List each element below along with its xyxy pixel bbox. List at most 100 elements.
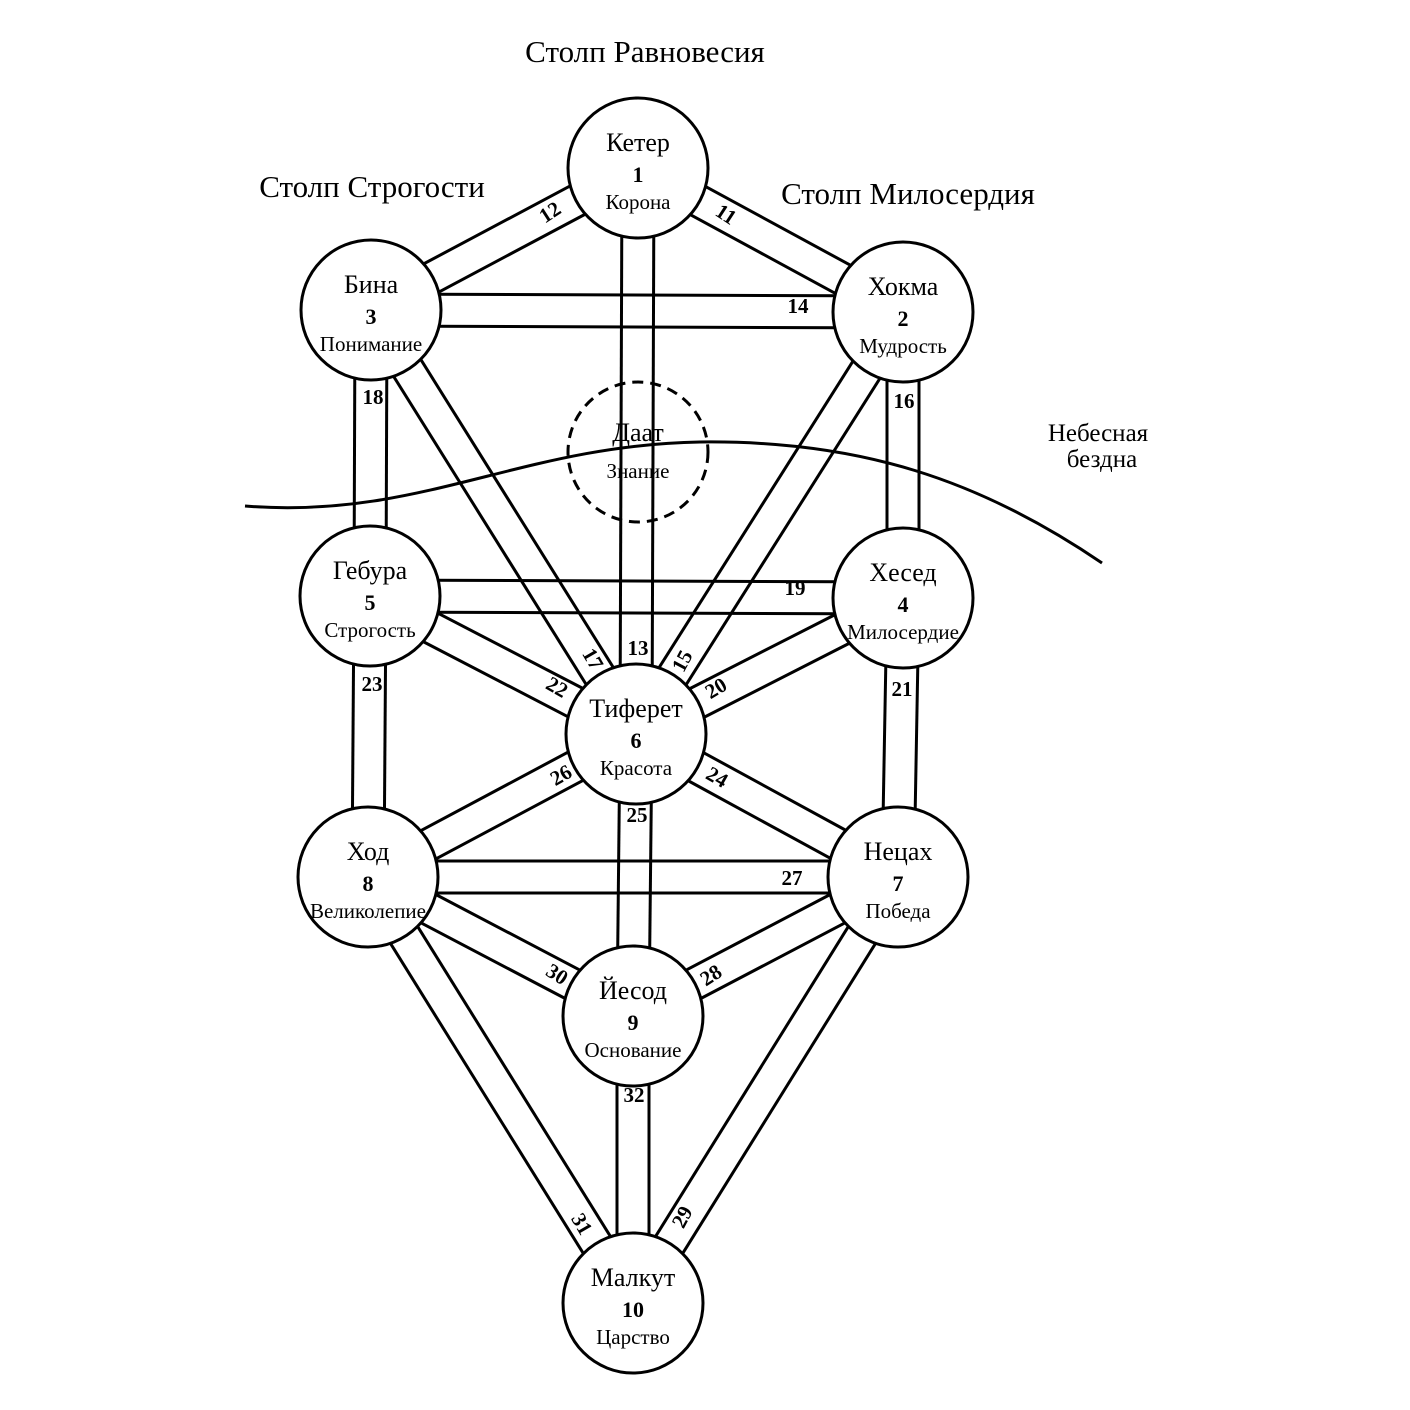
path-19-label: 19 — [785, 576, 806, 600]
path-15-edge — [681, 372, 885, 691]
path-12-edge — [432, 209, 592, 297]
sephirah-hod-number: 8 — [363, 871, 374, 896]
abyss-label-line1: Небесная — [1048, 420, 1149, 447]
path-29-label: 29 — [667, 1202, 698, 1232]
path-18-label: 18 — [363, 385, 384, 409]
path-29 — [650, 920, 881, 1260]
path-22-edge — [431, 609, 590, 693]
sephirah-chesed-number: 4 — [898, 592, 909, 617]
path-31-edge — [385, 937, 588, 1260]
sephirah-binah-circle — [299, 238, 443, 382]
path-19-edge — [431, 610, 841, 616]
sephirah-tiphareth-number: 6 — [631, 728, 642, 753]
path-16-label: 16 — [894, 389, 915, 413]
path-29-edge — [678, 937, 881, 1260]
sephirah-malkuth-meaning: Царство — [596, 1325, 670, 1349]
sephirah-geburah-number: 5 — [365, 590, 376, 615]
sephirah-malkuth-number: 10 — [622, 1297, 644, 1322]
sephirah-geburah-circle — [298, 524, 442, 668]
sephirah-netzach-number: 7 — [893, 871, 904, 896]
path-28-edge — [679, 890, 837, 975]
sephirah-yesod-number: 9 — [628, 1010, 639, 1035]
sephirah-yesod-meaning: Основание — [585, 1038, 682, 1062]
sephirah-tiphareth-circle — [564, 662, 708, 806]
sephirah-malkuth-name: Малкут — [591, 1263, 676, 1292]
path-18 — [352, 371, 389, 535]
path-32-label: 32 — [624, 1083, 645, 1107]
path-20-edge — [697, 639, 856, 722]
path-32 — [615, 1078, 651, 1241]
path-17-label: 17 — [577, 644, 608, 674]
path-11 — [684, 182, 857, 298]
path-19-edge — [432, 578, 842, 584]
path-11-edge — [684, 210, 842, 298]
sephirah-binah-name: Бина — [344, 270, 399, 299]
sephirah-yesod-circle — [561, 944, 705, 1088]
path-24-edge — [697, 748, 852, 835]
pillar-balance-label: Столп Равновесия — [525, 34, 765, 69]
path-21-edge — [881, 659, 888, 815]
sephirah-binah-meaning: Понимание — [320, 332, 422, 356]
sephirah-chokmah-number: 2 — [898, 306, 909, 331]
path-31-edge — [413, 920, 616, 1243]
path-28-edge — [694, 918, 852, 1003]
path-27 — [430, 859, 836, 895]
sephirah-chesed-meaning: Милосердие — [847, 620, 959, 644]
path-14-edge — [432, 324, 841, 330]
path-18-edge — [352, 371, 357, 534]
sephirah-hod-meaning: Великолепие — [310, 899, 426, 923]
sephirah-keter-name: Кетер — [606, 128, 670, 157]
path-26-edge — [429, 775, 590, 864]
sephirah-geburah-name: Гебура — [333, 556, 408, 585]
path-12-edge — [417, 181, 577, 269]
path-14-edge — [433, 292, 842, 298]
sephirah-chokmah-name: Хокма — [868, 272, 939, 301]
path-25 — [616, 795, 653, 955]
path-23 — [350, 657, 388, 816]
path-21 — [881, 659, 920, 816]
sephirah-tiphareth-name: Тиферет — [589, 694, 682, 723]
path-17 — [389, 353, 618, 691]
path-20 — [683, 610, 856, 722]
path-22-label: 22 — [542, 671, 572, 702]
sephirah-daath-name: Даат — [612, 418, 664, 447]
sephirah-geburah-meaning: Строгость — [324, 618, 415, 642]
sephirah-chesed-circle — [831, 526, 975, 670]
path-30 — [414, 890, 587, 1003]
pillar-mercy-label: Столп Милосердия — [781, 176, 1035, 211]
path-30-edge — [429, 890, 587, 975]
path-22 — [416, 609, 590, 721]
path-23-label: 23 — [362, 672, 383, 696]
abyss-curve — [244, 440, 1103, 565]
path-20-edge — [683, 610, 842, 693]
path-14 — [432, 292, 842, 330]
sephirah-chesed-name: Хесед — [869, 558, 936, 587]
sephirah-binah-number: 3 — [366, 304, 377, 329]
sephirah-netzach-meaning: Победа — [865, 899, 931, 923]
path-31 — [385, 920, 616, 1260]
sephirah-tiphareth-meaning: Красота — [600, 756, 673, 780]
path-23-edge — [382, 658, 388, 816]
sephirah-malkuth-circle — [561, 1231, 705, 1375]
path-26 — [414, 747, 590, 864]
path-28 — [679, 890, 852, 1003]
path-13-edge — [618, 229, 624, 672]
path-12 — [417, 181, 592, 297]
pillar-severity-label: Столп Строгости — [259, 169, 485, 204]
sephirah-yesod-name: Йесод — [599, 976, 667, 1005]
path-23-edge — [350, 657, 356, 815]
path-26-edge — [414, 747, 575, 836]
path-25-label: 25 — [627, 803, 648, 827]
path-13-label: 13 — [628, 636, 649, 660]
path-15-edge — [654, 355, 858, 674]
sephirah-hod-name: Ход — [347, 837, 390, 866]
